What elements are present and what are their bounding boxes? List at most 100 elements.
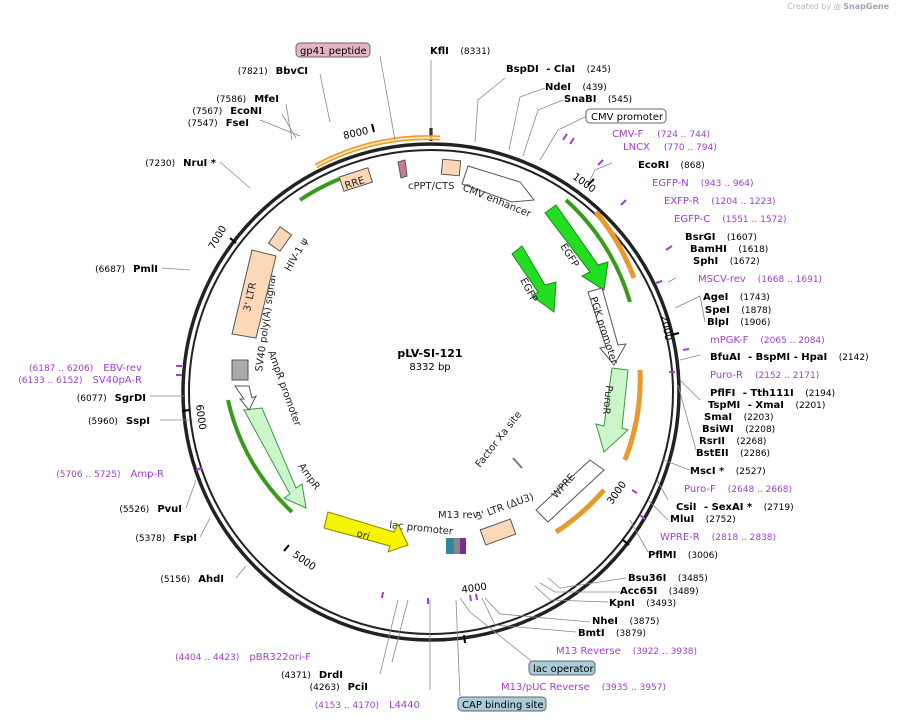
leader-line — [455, 599, 461, 697]
puro-orange-arc — [622, 369, 643, 461]
leader-line — [539, 582, 620, 593]
primer-label-wpre-r: WPRE-R(2818 .. 2838) — [660, 532, 776, 543]
egfp-green-arc — [564, 198, 632, 303]
primer-label-puro-f: Puro-F(2648 .. 2668) — [684, 484, 792, 495]
site-label-ahdi: (5156)AhdI — [160, 574, 224, 585]
ruler-tick-mark — [670, 332, 680, 336]
primer-ticks — [176, 133, 690, 604]
leader-line — [379, 55, 396, 141]
lac-operator-box — [528, 660, 596, 676]
site-label-mlui: MluI (2752) — [670, 514, 736, 525]
leader-line — [656, 479, 669, 501]
ruler-tick-label: 2000 — [658, 315, 673, 342]
site-label-fsei: (7547)FseI — [188, 118, 249, 129]
hiv-psi-box — [267, 226, 293, 252]
left-labels: gp41 peptide (7821)BbvCI (7586)MfeI (756… — [18, 42, 420, 711]
plasmid-length: 8332 bp — [409, 362, 450, 373]
rre-box — [338, 167, 374, 192]
gp41-peptide-label: gp41 peptide — [300, 46, 367, 57]
lac-region-block — [446, 538, 454, 554]
backbone-inner-circle — [188, 149, 674, 635]
ruler-tick-mark — [371, 123, 375, 133]
leader-line — [508, 87, 546, 151]
leader-line — [259, 119, 301, 137]
primer-label-l4440: (4153 .. 4170)L4440 — [315, 700, 420, 711]
primer-label-mpgk-f: mPGK-F(2065 .. 2084) — [710, 335, 825, 346]
leader-line — [379, 599, 399, 675]
primer-label-m13-reverse: M13 Reverse(3922 .. 3938) — [556, 646, 697, 657]
site-label-sspi: (5960)SspI — [88, 416, 150, 427]
ruler-tick-label: 8000 — [342, 126, 369, 142]
snapgene-credit: Created by ◎ SnapGene — [787, 2, 889, 11]
right-labels: KflI (8331) BspDI - ClaI (245) NdeI (439… — [430, 46, 869, 712]
leader-line — [677, 384, 697, 451]
ruler-tick-label: 5000 — [290, 549, 317, 573]
leader-line — [161, 267, 191, 271]
site-label-snabi: SnaBI (545) — [564, 94, 632, 105]
site-label-bmti: BmtI (3879) — [578, 628, 646, 639]
cmv-enhancer-arrow — [461, 165, 535, 203]
ruler-tick-label: 1000 — [570, 172, 597, 196]
primer-tick — [682, 348, 690, 351]
lac-operator-label: lac operator — [533, 664, 594, 675]
three-ltr-box — [231, 249, 277, 339]
leader-lines — [150, 55, 706, 697]
site-label-bspdi: BspDI - ClaI (245) — [506, 64, 611, 75]
primer-label-lncx: LNCX(770 .. 794) — [623, 142, 717, 153]
primer-label-puro-r: Puro-R(2152 .. 2171) — [710, 370, 819, 381]
primer-label-amp-r: (5706 .. 5725)Amp-R — [56, 469, 164, 480]
ori-arrow — [323, 511, 409, 553]
primer-label-exfp-r: EXFP-R(1204 .. 1223) — [664, 196, 776, 207]
leader-line — [679, 354, 701, 361]
credit-brand: SnapGene — [843, 2, 889, 11]
wpre-orange-arc — [554, 488, 606, 535]
rre-orange-arc-inner — [315, 136, 441, 167]
leader-line — [185, 479, 197, 509]
site-label-smai: SmaI (2203) — [704, 412, 774, 423]
site-label-fspi: (5378)FspI — [135, 533, 197, 544]
wpre-box — [535, 459, 605, 523]
ampr-promoter-label: AmpR promoter — [265, 349, 303, 428]
plasmid-name: pLV-SI-121 — [397, 347, 462, 360]
leader-line — [662, 459, 691, 471]
site-label-ndei: NdeI (439) — [545, 82, 607, 93]
primer-tick — [562, 133, 568, 141]
leader-line — [547, 577, 627, 589]
primer-tick — [195, 467, 203, 471]
ruler-tick-label: 7000 — [207, 224, 229, 252]
ruler-tick-mark — [622, 539, 630, 546]
ampr-green-arc — [226, 399, 294, 514]
gp41-peptide-box — [295, 42, 371, 58]
leader-line — [235, 565, 247, 579]
site-label-econi: (7567)EcoNI — [192, 106, 262, 117]
cap-binding-site-box — [457, 696, 547, 712]
cppt-cts-box — [440, 158, 462, 177]
leader-line — [679, 379, 701, 401]
ruler-tick-mark — [229, 237, 237, 244]
primer-label-egfp-n: EGFP-N(943 .. 964) — [652, 178, 754, 189]
site-label-csii: CsiI - SexAI * (2719) — [676, 502, 794, 513]
snapgene-logo-icon: ◎ — [833, 2, 841, 11]
leader-line — [481, 597, 577, 633]
primer-label-m13-puc-reverse: M13/pUC Reverse(3935 .. 3957) — [501, 682, 666, 693]
site-label-bsu36i: Bsu36I (3485) — [628, 573, 708, 584]
site-label-nrui: (7230)NruI * — [145, 158, 217, 169]
leader-line — [285, 103, 293, 141]
puror-arrow — [595, 367, 629, 453]
site-label-tspmi: TspMI - XmaI (2201) — [708, 400, 825, 411]
pgk-promoter-arrow — [587, 287, 627, 366]
site-label-pmli: (6687)PmlI — [95, 264, 158, 275]
site-label-acc65i: Acc65I (3489) — [620, 586, 699, 597]
site-label-ecori: EcoRI (868) — [638, 160, 705, 171]
site-label-pflfi: PflFI - Tth111I (2194) — [710, 388, 835, 399]
leader-line — [629, 519, 649, 553]
ruler-tick-mark — [283, 544, 290, 552]
leader-line — [647, 499, 669, 521]
site-label-kfli: KflI (8331) — [430, 46, 490, 57]
leader-line — [484, 597, 591, 623]
site-label-bamhi: BamHI (1618) — [690, 244, 768, 255]
m13-rev-block — [460, 538, 466, 554]
ruler-ticks: 1000 2000 3000 4000 5000 6000 7000 8000 — [181, 123, 680, 644]
cap-binding-site-label: CAP binding site — [462, 700, 544, 711]
